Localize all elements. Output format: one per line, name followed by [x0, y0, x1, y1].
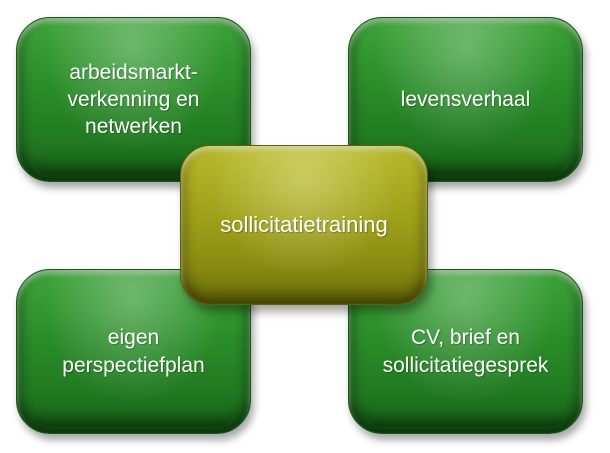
box-perspectiefplan-label: eigen perspectiefplan	[62, 326, 205, 377]
center-box-label: sollicitatietraining	[220, 211, 388, 237]
box-arbeidsmarktverkenning-label: arbeidsmarkt- verkenning en netwerken	[67, 60, 200, 139]
center-box-sollicitatietraining: sollicitatietraining	[180, 145, 428, 305]
box-cv-brief-sollicitatiegesprek-label: CV, brief en sollicitatiegesprek	[382, 326, 549, 377]
box-perspectiefplan: eigen perspectiefplan	[16, 269, 251, 434]
box-cv-brief-sollicitatiegesprek: CV, brief en sollicitatiegesprek	[348, 269, 583, 434]
box-levensverhaal-label: levensverhaal	[400, 87, 531, 111]
